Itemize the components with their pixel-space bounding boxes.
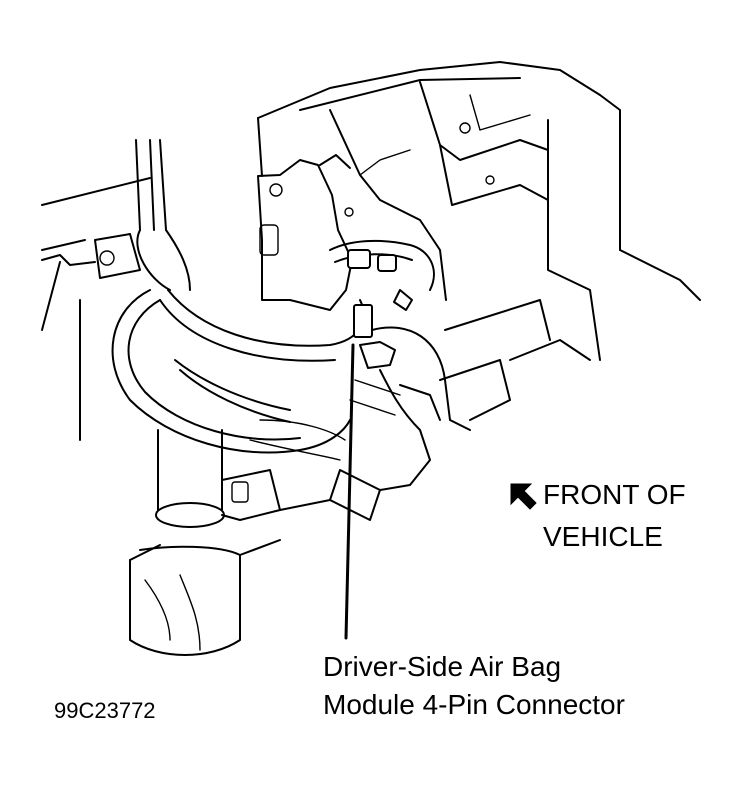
front-of-vehicle-label: FRONT OF [543, 479, 686, 510]
front-of-vehicle-label-line2: VEHICLE [543, 521, 663, 552]
connector-area [329, 299, 591, 521]
kick-panel [41, 177, 151, 441]
mounting-bracket [257, 154, 354, 311]
four-pin-connector [353, 304, 373, 338]
lower-brace [129, 469, 331, 561]
callout-leader-line [344, 343, 355, 640]
callout-label-line1: Driver-Side Air Bag [323, 651, 562, 682]
steering-shaft [129, 139, 241, 656]
figure-id: 99C23772 [54, 698, 156, 723]
dash-panel [257, 61, 701, 361]
wiring-harness [111, 239, 435, 461]
front-arrow-icon [510, 483, 537, 510]
callout-label-line2: Module 4-Pin Connector [323, 689, 625, 720]
